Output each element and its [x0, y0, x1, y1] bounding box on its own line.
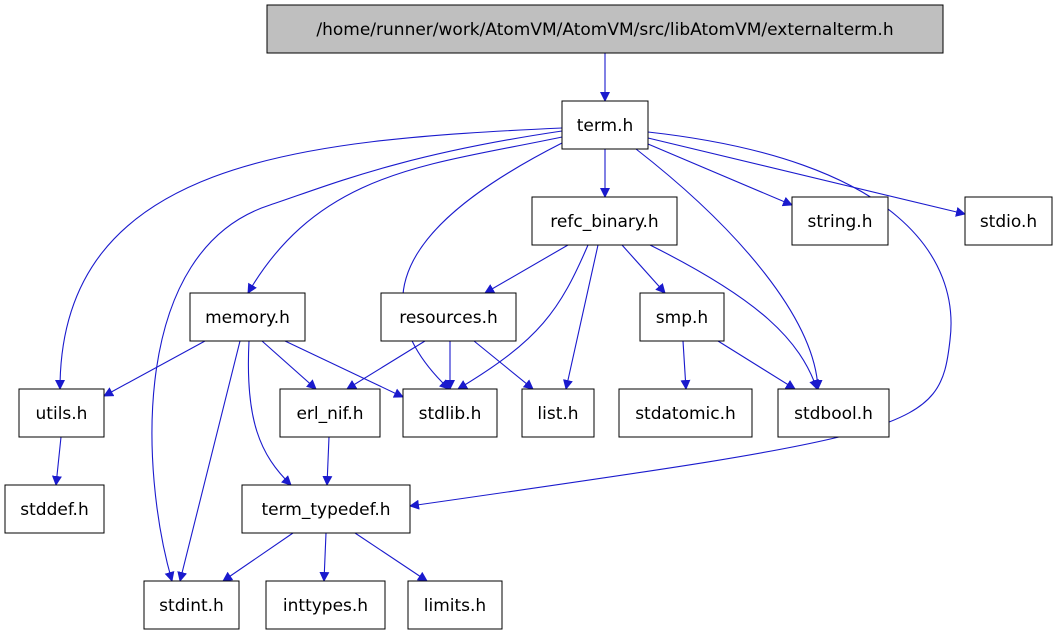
node-box — [189, 292, 306, 342]
edge-smp-to-stdbool — [717, 340, 796, 390]
node-label: stdlib.h — [419, 404, 482, 424]
node-box — [531, 196, 678, 246]
dependency-nodes: /home/runner/work/AtomVM/AtomVM/src/libA… — [4, 4, 1053, 630]
node-label: smp.h — [656, 308, 708, 328]
edge-term-to-stdint — [151, 130, 563, 582]
edge-erl_nif-to-term_typedef — [322, 436, 333, 486]
edge-memory-to-stdlib — [284, 340, 404, 398]
edge-refc_binary-to-stdlib — [457, 244, 589, 390]
node-box — [266, 4, 944, 54]
node-label: term.h — [577, 116, 634, 136]
node-label: string.h — [808, 212, 873, 232]
node-box — [402, 388, 498, 438]
edge-term-to-stdlib — [402, 142, 563, 390]
node-utils[interactable]: utils.h — [18, 388, 105, 438]
edge-term-to-stdbool — [635, 148, 823, 390]
edge-memory-to-utils — [103, 340, 206, 397]
node-box — [521, 388, 595, 438]
node-term[interactable]: term.h — [561, 100, 649, 150]
node-label: utils.h — [36, 404, 88, 424]
edge-term-to-string — [647, 143, 793, 207]
dependency-edges — [51, 53, 966, 582]
edge-memory-to-erl_nif — [261, 340, 317, 390]
edge-refc_binary-to-list — [563, 244, 599, 390]
edge-utils-to-stddef — [51, 436, 62, 486]
node-label: /home/runner/work/AtomVM/AtomVM/src/libA… — [316, 20, 893, 40]
node-box — [143, 580, 240, 630]
node-stdint[interactable]: stdint.h — [143, 580, 240, 630]
node-stdlib[interactable]: stdlib.h — [402, 388, 498, 438]
node-label: stdio.h — [980, 212, 1037, 232]
node-erl-nif[interactable]: erl_nif.h — [279, 388, 381, 438]
edge-term-to-term_typedef — [409, 131, 952, 510]
node-box — [561, 100, 649, 150]
node-box — [407, 580, 503, 630]
node-box — [380, 292, 517, 342]
node-stdio[interactable]: stdio.h — [964, 196, 1053, 246]
node-label: limits.h — [424, 596, 486, 616]
edge-term-to-utils — [55, 127, 563, 390]
edge-memory-to-stdint — [177, 340, 241, 582]
node-stdbool[interactable]: stdbool.h — [777, 388, 890, 438]
node-box — [964, 196, 1053, 246]
node-label: stdbool.h — [794, 404, 873, 424]
edge-smp-to-stdatomic — [680, 340, 691, 390]
node-memory[interactable]: memory.h — [189, 292, 306, 342]
edge-resources-to-erl_nif — [346, 340, 426, 390]
node-box — [18, 388, 105, 438]
node-box — [618, 388, 753, 438]
node-box — [265, 580, 386, 630]
edge-term-to-stdio — [647, 137, 966, 217]
edge-memory-to-term_typedef — [247, 340, 292, 486]
node-label: stddef.h — [20, 500, 89, 520]
node-inttypes[interactable]: inttypes.h — [265, 580, 386, 630]
node-label: inttypes.h — [283, 596, 368, 616]
edge-refc_binary-to-stdbool — [649, 244, 819, 390]
node-refc-binary[interactable]: refc_binary.h — [531, 196, 678, 246]
node-stddef[interactable]: stddef.h — [4, 484, 105, 534]
node-label: resources.h — [399, 308, 498, 328]
node-limits[interactable]: limits.h — [407, 580, 503, 630]
edge-refc_binary-to-resources — [484, 244, 569, 294]
edge-resources-to-list — [473, 340, 534, 390]
node-smp[interactable]: smp.h — [639, 292, 725, 342]
edge-term_typedef-to-inttypes — [319, 532, 330, 582]
node-label: memory.h — [205, 308, 290, 328]
edge-refc_binary-to-smp — [621, 244, 666, 294]
node-resources[interactable]: resources.h — [380, 292, 517, 342]
node-label: term_typedef.h — [261, 500, 390, 520]
edge-term_typedef-to-stdint — [222, 532, 294, 582]
node-box — [279, 388, 381, 438]
node-term-typedef[interactable]: term_typedef.h — [241, 484, 411, 534]
edge-term-to-memory — [247, 136, 563, 294]
edge-term_typedef-to-limits — [354, 532, 428, 582]
node-box — [791, 196, 889, 246]
node-label: list.h — [537, 404, 578, 424]
node-box — [4, 484, 105, 534]
node-label: stdint.h — [159, 596, 224, 616]
node-label: refc_binary.h — [550, 212, 658, 232]
node-root[interactable]: /home/runner/work/AtomVM/AtomVM/src/libA… — [266, 4, 944, 54]
node-box — [639, 292, 725, 342]
node-stdatomic[interactable]: stdatomic.h — [618, 388, 753, 438]
node-box — [777, 388, 890, 438]
node-string[interactable]: string.h — [791, 196, 889, 246]
node-box — [241, 484, 411, 534]
node-label: stdatomic.h — [635, 404, 736, 424]
node-label: erl_nif.h — [296, 404, 363, 424]
node-list[interactable]: list.h — [521, 388, 595, 438]
